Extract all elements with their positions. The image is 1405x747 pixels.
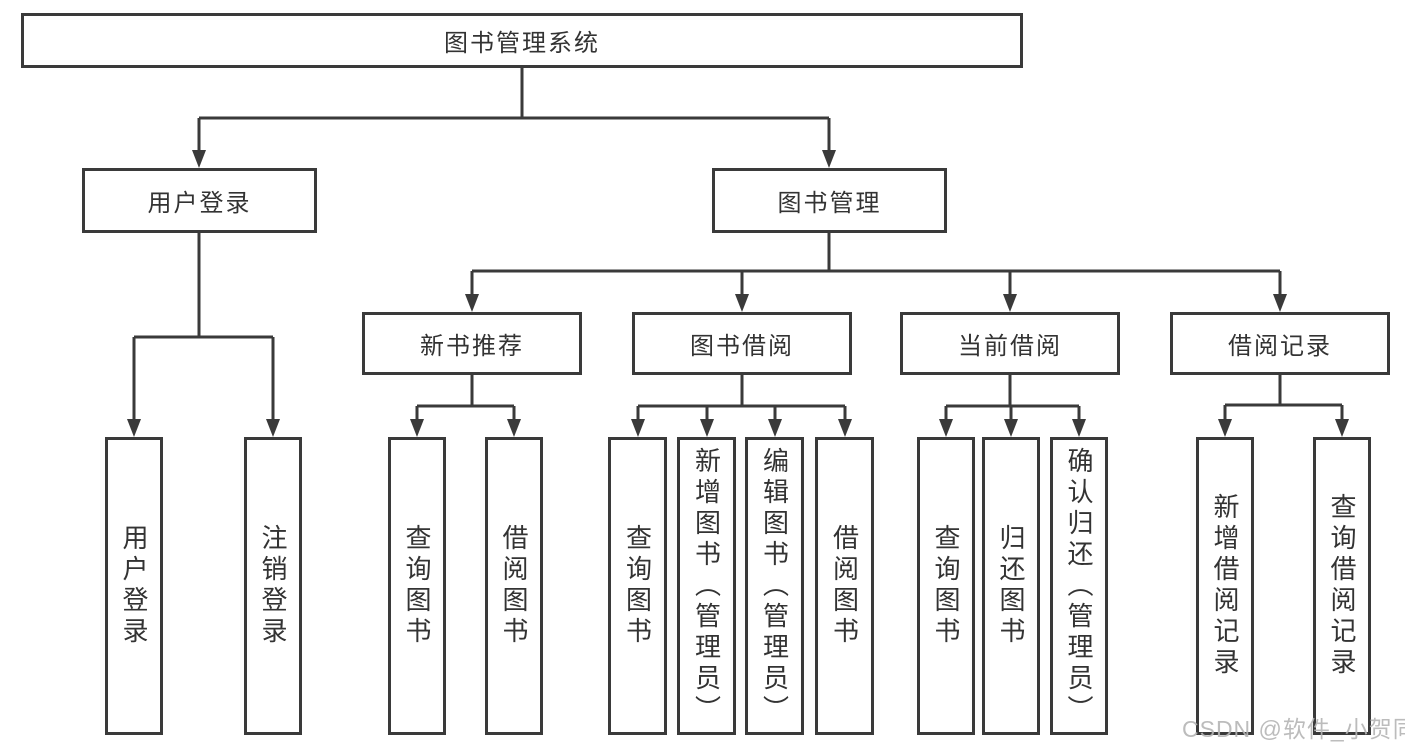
node-book-management-label: 图书管理 [777,190,882,217]
leaf-logout: 注销登录 [244,437,302,735]
leaf-current-confirm-return-admin: 确认归还（管理员） [1050,437,1108,735]
node-book-borrow: 图书借阅 [632,312,852,375]
node-new-book-recommend: 新书推荐 [362,312,582,375]
leaf-current-query-books-label: 查询图书 [931,524,961,648]
connector-bookmgmt-to-level3 [470,233,1282,295]
leaf-newrec-query-books: 查询图书 [388,437,446,735]
leaf-user-login-label: 用户登录 [119,524,149,648]
leaf-records-query-record-label: 查询借阅记录 [1327,493,1357,679]
node-user-login-label: 用户登录 [147,190,252,217]
watermark: CSDN @软件_小贺同学 [1182,716,1405,742]
leaf-borrow-edit-books-admin-label: 编辑图书（管理员） [759,446,790,726]
arrowheads-records-to-leaves [1218,419,1349,437]
connector-userlogin-to-leaves [132,233,275,420]
leaf-records-query-record: 查询借阅记录 [1313,437,1371,735]
leaf-records-add-record: 新增借阅记录 [1196,437,1254,735]
leaf-borrow-edit-books-admin: 编辑图书（管理员） [745,437,804,735]
leaf-borrow-query-books-label: 查询图书 [622,524,653,648]
leaf-borrow-query-books: 查询图书 [608,437,667,735]
connector-newbook-to-leaves [415,375,516,420]
arrowheads-root-to-level2 [192,150,836,168]
leaf-borrow-add-books-admin: 新增图书（管理员） [677,437,736,735]
leaf-records-add-record-label: 新增借阅记录 [1210,493,1240,679]
leaf-newrec-borrow-books: 借阅图书 [485,437,543,735]
node-borrow-records: 借阅记录 [1170,312,1390,375]
node-library-system-label: 图书管理系统 [444,30,600,57]
leaf-borrow-add-books-admin-label: 新增图书（管理员） [691,446,722,726]
arrowheads-newbook-to-leaves [410,419,521,437]
leaf-logout-label: 注销登录 [258,524,288,648]
node-borrow-records-label: 借阅记录 [1228,333,1332,360]
leaf-borrow-borrow-books-label: 借阅图书 [829,524,860,648]
arrowheads-bookborrow-to-leaves [631,419,852,437]
node-current-borrow: 当前借阅 [900,312,1120,375]
connector-records-to-leaves [1223,375,1344,420]
arrowheads-currentborrow-to-leaves [939,419,1086,437]
node-current-borrow-label: 当前借阅 [958,333,1062,360]
leaf-current-confirm-return-admin-label: 确认归还（管理员） [1064,446,1094,726]
leaf-current-query-books: 查询图书 [917,437,975,735]
connector-bookborrow-to-leaves [636,375,847,420]
connector-currentborrow-to-leaves [944,375,1081,420]
leaf-user-login: 用户登录 [105,437,163,735]
node-user-login: 用户登录 [82,168,317,233]
arrowheads-userlogin-to-leaves [127,419,280,437]
leaf-newrec-query-books-label: 查询图书 [402,524,432,648]
connector-root-to-level2 [197,68,831,151]
node-book-management: 图书管理 [712,168,947,233]
leaf-current-return-books: 归还图书 [982,437,1040,735]
leaf-newrec-borrow-books-label: 借阅图书 [499,524,529,648]
node-new-book-recommend-label: 新书推荐 [420,333,524,360]
arrowheads-bookmgmt-to-level3 [465,294,1287,312]
node-library-system: 图书管理系统 [21,13,1023,68]
leaf-current-return-books-label: 归还图书 [996,524,1026,648]
leaf-borrow-borrow-books: 借阅图书 [815,437,874,735]
node-book-borrow-label: 图书借阅 [690,333,794,360]
